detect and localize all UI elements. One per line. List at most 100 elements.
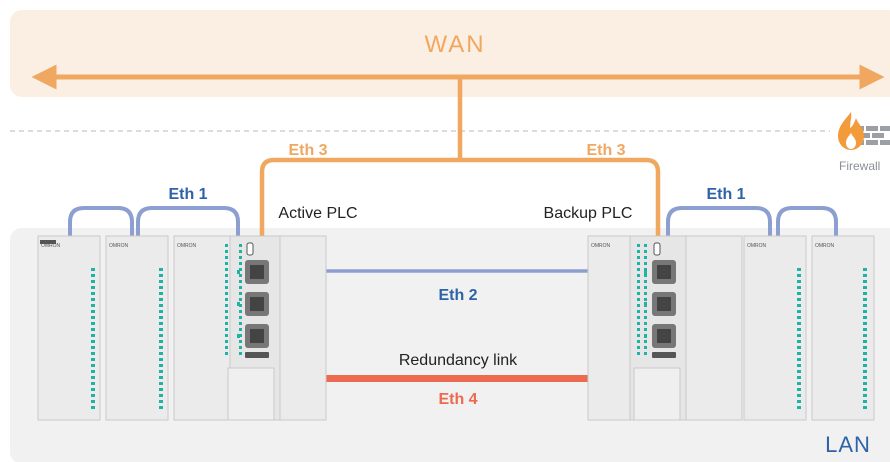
status-led	[644, 280, 647, 283]
status-led	[159, 274, 163, 277]
status-led	[91, 268, 95, 271]
backup-plc-rack: OMRON OMRON O	[587, 235, 875, 421]
status-led	[644, 322, 647, 325]
port-led	[644, 270, 647, 274]
ethernet-port	[652, 260, 676, 284]
status-led	[863, 358, 867, 361]
redundancy-link-label: Redundancy link	[399, 352, 518, 369]
status-led	[91, 316, 95, 319]
status-led	[225, 274, 228, 277]
status-led	[91, 298, 95, 301]
status-led	[637, 298, 640, 301]
status-led	[797, 376, 801, 379]
status-led	[797, 310, 801, 313]
status-led	[797, 370, 801, 373]
status-led	[91, 310, 95, 313]
status-led	[159, 352, 163, 355]
status-led	[225, 250, 228, 253]
status-led	[797, 400, 801, 403]
status-led	[863, 376, 867, 379]
status-led	[239, 316, 242, 319]
status-led	[91, 370, 95, 373]
status-led	[91, 394, 95, 397]
status-led	[863, 310, 867, 313]
status-led	[159, 346, 163, 349]
status-led	[159, 382, 163, 385]
status-led	[644, 250, 647, 253]
status-led	[91, 352, 95, 355]
ethernet-port	[245, 260, 269, 284]
status-led	[225, 328, 228, 331]
status-led	[91, 376, 95, 379]
status-led	[637, 352, 640, 355]
status-led	[91, 286, 95, 289]
io-module: OMRON	[105, 235, 169, 421]
status-led	[637, 250, 640, 253]
status-led	[644, 328, 647, 331]
status-led	[239, 310, 242, 313]
status-led	[225, 322, 228, 325]
ethernet-port	[652, 292, 676, 316]
status-led	[637, 304, 640, 307]
status-led	[159, 328, 163, 331]
flame-icon	[838, 112, 864, 150]
eth1-right-label: Eth 1	[706, 186, 745, 203]
status-led	[797, 340, 801, 343]
status-led	[797, 292, 801, 295]
status-led	[797, 358, 801, 361]
status-led	[797, 316, 801, 319]
status-led	[239, 268, 242, 271]
status-led	[239, 250, 242, 253]
status-led	[644, 268, 647, 271]
status-led	[239, 340, 242, 343]
status-led	[637, 286, 640, 289]
status-led	[863, 274, 867, 277]
active-plc-rack: OMRON OMRON OMRON	[37, 235, 327, 421]
status-led	[644, 310, 647, 313]
status-led	[797, 364, 801, 367]
status-led	[225, 244, 228, 247]
status-led	[637, 346, 640, 349]
status-led	[91, 346, 95, 349]
status-led	[225, 256, 228, 259]
status-led	[797, 382, 801, 385]
status-led	[91, 328, 95, 331]
status-led	[863, 304, 867, 307]
status-led	[225, 286, 228, 289]
status-led	[637, 274, 640, 277]
status-led	[644, 274, 647, 277]
status-led	[159, 268, 163, 271]
status-led	[159, 340, 163, 343]
status-led	[239, 280, 242, 283]
status-led	[225, 346, 228, 349]
status-led	[239, 346, 242, 349]
status-led	[91, 406, 95, 409]
status-led	[797, 298, 801, 301]
status-led	[863, 268, 867, 271]
status-led	[644, 292, 647, 295]
status-led	[159, 388, 163, 391]
status-led	[91, 292, 95, 295]
status-led	[797, 406, 801, 409]
status-led	[159, 286, 163, 289]
port-led	[237, 334, 240, 338]
status-led	[797, 268, 801, 271]
status-led	[239, 304, 242, 307]
status-led	[637, 340, 640, 343]
status-led	[797, 304, 801, 307]
eth3-right-label: Eth 3	[586, 142, 625, 159]
status-led	[225, 280, 228, 283]
status-led	[225, 262, 228, 265]
port-led	[644, 334, 647, 338]
status-led	[863, 400, 867, 403]
status-led	[797, 322, 801, 325]
status-led	[637, 262, 640, 265]
io-module	[685, 235, 743, 421]
status-led	[863, 340, 867, 343]
status-led	[644, 286, 647, 289]
status-led	[797, 286, 801, 289]
svg-text:OMRON: OMRON	[591, 243, 611, 249]
eth1-left-link	[68, 206, 240, 236]
status-led	[239, 256, 242, 259]
status-led	[644, 352, 647, 355]
